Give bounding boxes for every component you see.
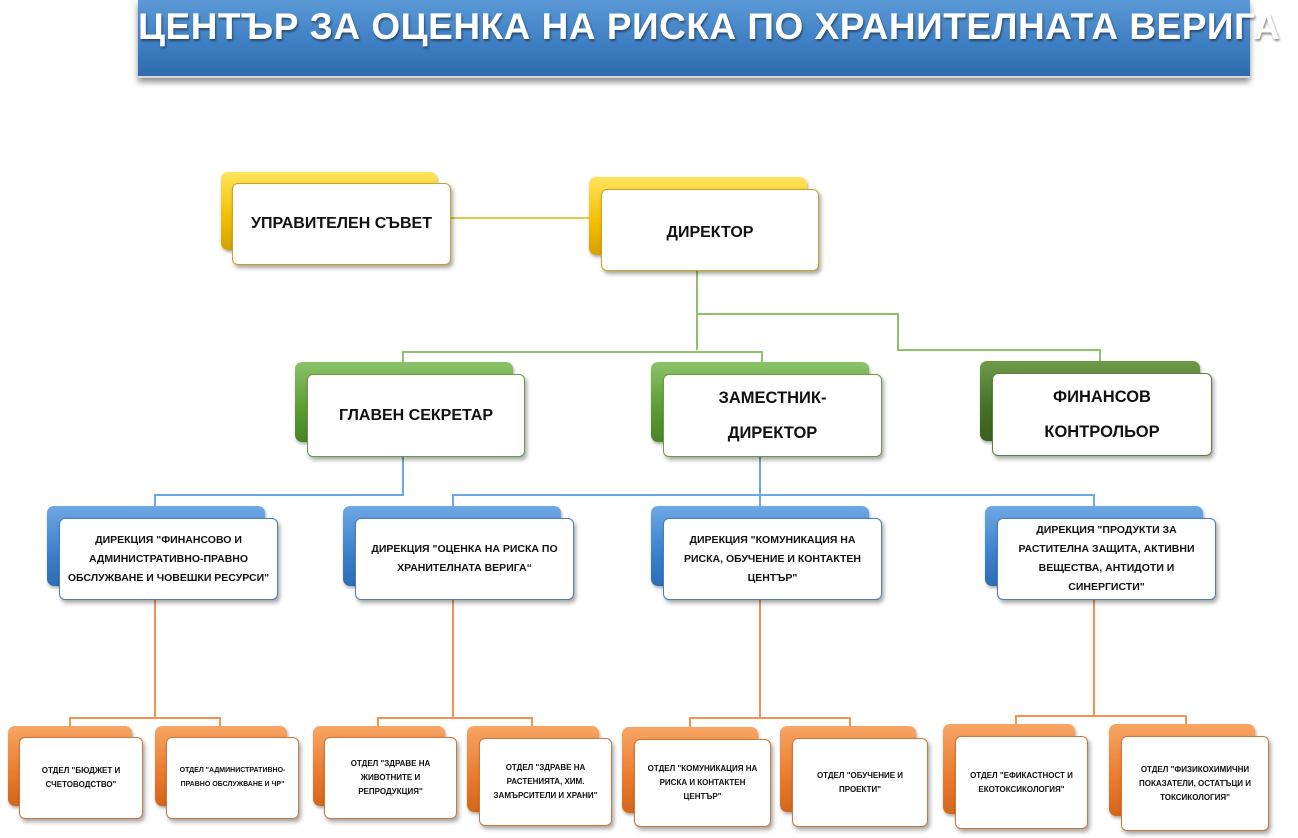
directorate-1-label: ДИРЕКЦИЯ "ФИНАНСОВО И АДМИНИСТРАТИВНО-ПР… (59, 518, 278, 600)
deputy-label: ЗАМЕСТНИК-ДИРЕКТОР (663, 374, 882, 457)
node-director: ДИРЕКТОР (589, 177, 819, 271)
node-department-3-2: ОТДЕЛ "ОБУЧЕНИЕ И ПРОЕКТИ" (780, 726, 928, 827)
node-directorate-4: ДИРЕКЦИЯ "ПРОДУКТИ ЗА РАСТИТЕЛНА ЗАЩИТА,… (985, 506, 1216, 600)
node-board: УПРАВИТЕЛЕН СЪВЕТ (221, 172, 451, 265)
node-department-1-2: ОТДЕЛ "АДМИНИСТРАТИВНО-ПРАВНО ОБСЛУЖВАНЕ… (155, 726, 299, 819)
directorate-3-label: ДИРЕКЦИЯ "КОМУНИКАЦИЯ НА РИСКА, ОБУЧЕНИЕ… (663, 518, 882, 600)
page-title: ЦЕНТЪР ЗА ОЦЕНКА НА РИСКА ПО ХРАНИТЕЛНАТ… (138, 6, 1281, 47)
node-directorate-3: ДИРЕКЦИЯ "КОМУНИКАЦИЯ НА РИСКА, ОБУЧЕНИЕ… (651, 506, 882, 600)
node-secretary: ГЛАВЕН СЕКРЕТАР (295, 362, 525, 457)
node-department-2-2: ОТДЕЛ "ЗДРАВЕ НА РАСТЕНИЯТА, ХИМ. ЗАМЪРС… (467, 726, 612, 826)
node-controller: ФИНАНСОВ КОНТРОЛЬОР (980, 361, 1212, 456)
node-department-3-1: ОТДЕЛ "КОМУНИКАЦИЯ НА РИСКА И КОНТАКТЕН … (622, 727, 771, 827)
department-4-1-label: ОТДЕЛ "ЕФИКАСТНОСТ И ЕКОТОКСИКОЛОГИЯ" (955, 736, 1088, 829)
department-1-1-label: ОТДЕЛ "БЮДЖЕТ И СЧЕТОВОДСТВО" (19, 737, 143, 819)
connector-dir4-branch (1015, 715, 1187, 725)
connector-secretary-directorates (154, 456, 404, 508)
department-4-2-label: ОТДЕЛ "ФИЗИКОХИМИЧНИ ПОКАЗАТЕЛИ, ОСТАТЪЦ… (1121, 736, 1269, 831)
connector-director-controller (697, 313, 1101, 362)
directorate-4-label: ДИРЕКЦИЯ "ПРОДУКТИ ЗА РАСТИТЕЛНА ЗАЩИТА,… (997, 518, 1216, 600)
department-3-2-label: ОТДЕЛ "ОБУЧЕНИЕ И ПРОЕКТИ" (792, 738, 928, 827)
secretary-label: ГЛАВЕН СЕКРЕТАР (307, 374, 525, 457)
title-banner: ЦЕНТЪР ЗА ОЦЕНКА НА РИСКА ПО ХРАНИТЕЛНАТ… (138, 0, 1281, 78)
department-3-1-label: ОТДЕЛ "КОМУНИКАЦИЯ НА РИСКА И КОНТАКТЕН … (634, 739, 771, 827)
director-label: ДИРЕКТОР (601, 189, 819, 271)
node-department-1-1: ОТДЕЛ "БЮДЖЕТ И СЧЕТОВОДСТВО" (8, 726, 143, 819)
node-deputy: ЗАМЕСТНИК-ДИРЕКТОР (651, 362, 882, 457)
controller-label: ФИНАНСОВ КОНТРОЛЬОР (992, 373, 1212, 456)
node-directorate-1: ДИРЕКЦИЯ "ФИНАНСОВО И АДМИНИСТРАТИВНО-ПР… (47, 506, 278, 600)
connector-dir3-branch (689, 717, 851, 727)
connector-deputy-branch (452, 494, 1095, 508)
connector-dir2-branch (377, 717, 533, 727)
connector-dir1-branch (69, 717, 221, 727)
department-2-1-label: ОТДЕЛ "ЗДРАВЕ НА ЖИВОТНИТЕ И РЕПРОДУКЦИЯ… (324, 737, 457, 819)
board-label: УПРАВИТЕЛЕН СЪВЕТ (232, 183, 451, 265)
node-department-4-2: ОТДЕЛ "ФИЗИКОХИМИЧНИ ПОКАЗАТЕЛИ, ОСТАТЪЦ… (1109, 724, 1269, 831)
department-1-2-label: ОТДЕЛ "АДМИНИСТРАТИВНО-ПРАВНО ОБСЛУЖВАНЕ… (166, 737, 299, 819)
node-department-2-1: ОТДЕЛ "ЗДРАВЕ НА ЖИВОТНИТЕ И РЕПРОДУКЦИЯ… (313, 726, 457, 819)
node-department-4-1: ОТДЕЛ "ЕФИКАСТНОСТ И ЕКОТОКСИКОЛОГИЯ" (943, 724, 1088, 829)
directorate-2-label: ДИРЕКЦИЯ "ОЦЕНКА НА РИСКА ПО ХРАНИТЕЛНАТ… (355, 518, 574, 600)
department-2-2-label: ОТДЕЛ "ЗДРАВЕ НА РАСТЕНИЯТА, ХИМ. ЗАМЪРС… (479, 738, 612, 826)
node-directorate-2: ДИРЕКЦИЯ "ОЦЕНКА НА РИСКА ПО ХРАНИТЕЛНАТ… (343, 506, 574, 600)
connector-director-level2 (402, 351, 763, 364)
